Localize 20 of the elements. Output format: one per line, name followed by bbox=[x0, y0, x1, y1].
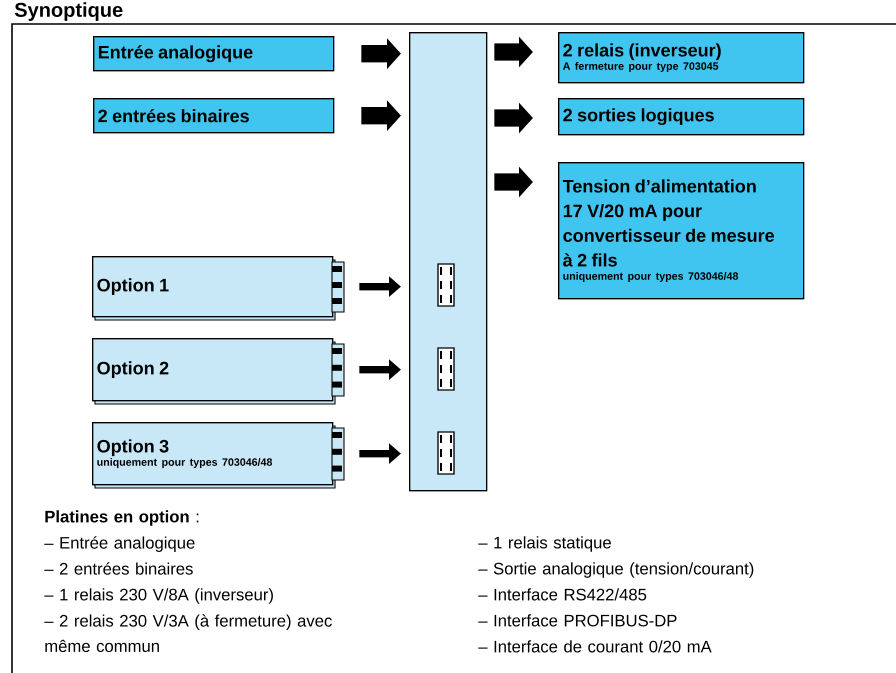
list-item: – Interface PROFIBUS-DP bbox=[478, 614, 677, 626]
list-item: – 2 relais 230 V/3A (à fermeture) avec même commun bbox=[44, 614, 332, 652]
list-item: – Interface de courant 0/20 mA bbox=[478, 640, 712, 652]
input-box: 2 entrées binaires bbox=[93, 98, 334, 134]
output-box: 2 relais (inverseur) A fermeture pour type 703045 bbox=[558, 32, 804, 84]
output-box: Tension d’alimentation 17 V/20 mA pour convertisseur de mesure à 2 fils uniquement pour types 703046/48 bbox=[558, 162, 804, 300]
list-item: – Interface RS422/485 bbox=[478, 588, 646, 600]
output-box: 2 sorties logiques bbox=[558, 98, 804, 136]
list-item: – Entrée analogique bbox=[44, 536, 195, 552]
list-item: – 1 relais statique bbox=[478, 536, 611, 552]
title: Synoptique bbox=[14, 2, 122, 21]
input-box: Entrée analogique bbox=[93, 36, 334, 72]
list-item: – 1 relais 230 V/8A (inverseur) bbox=[44, 588, 273, 604]
main-board bbox=[409, 32, 488, 492]
list-item: – Sortie analogique (tension/courant) bbox=[478, 562, 754, 578]
list-item: – 2 entrées binaires bbox=[44, 562, 193, 575]
list-heading: Platines en option : bbox=[45, 510, 198, 526]
option-card: Option 2 bbox=[92, 338, 345, 405]
option-card: Option 3 uniquement pour types 703046/48 bbox=[92, 422, 345, 489]
option-card: Option 1 bbox=[92, 256, 345, 321]
